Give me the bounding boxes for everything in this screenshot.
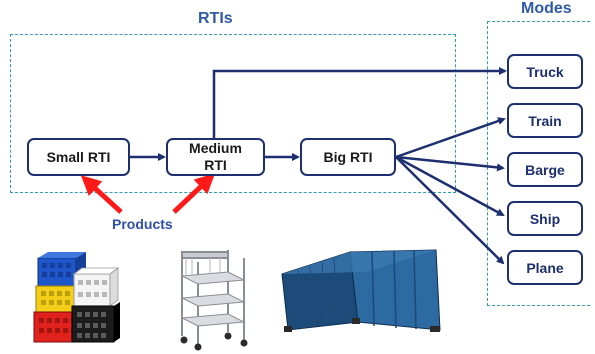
modes-frame	[487, 21, 590, 306]
products-arrow-medium	[172, 173, 216, 214]
arrow-big-to-plane	[395, 156, 505, 265]
node-medium-rti: Medium RTI	[166, 138, 265, 176]
node-big-rti: Big RTI	[300, 138, 396, 176]
node-small-rti: Small RTI	[27, 138, 130, 176]
arrow-big-to-barge	[395, 155, 505, 172]
node-medium-rti-label: Medium RTI	[189, 140, 242, 173]
mode-barge: Barge	[507, 152, 583, 187]
mode-train: Train	[507, 103, 583, 138]
mode-ship: Ship	[507, 201, 583, 236]
modes-title: Modes	[521, 0, 572, 17]
products-arrow-small	[80, 175, 123, 214]
mode-plane-label: Plane	[526, 259, 564, 276]
mode-plane: Plane	[507, 250, 583, 285]
mode-train-label: Train	[528, 112, 562, 129]
mode-ship-label: Ship	[529, 210, 561, 227]
arrow-big-to-ship	[395, 155, 505, 217]
mode-truck-label: Truck	[526, 63, 564, 80]
node-big-rti-label: Big RTI	[323, 148, 373, 165]
arrow-medium-to-truck	[212, 67, 507, 138]
node-small-rti-label: Small RTI	[46, 148, 111, 165]
rtis-title: RTIs	[198, 10, 233, 27]
mode-barge-label: Barge	[525, 161, 565, 178]
arrow-big-to-train	[395, 117, 506, 159]
mode-truck: Truck	[507, 54, 583, 89]
rtis-frame	[10, 34, 456, 193]
products-label: Products	[112, 216, 173, 232]
